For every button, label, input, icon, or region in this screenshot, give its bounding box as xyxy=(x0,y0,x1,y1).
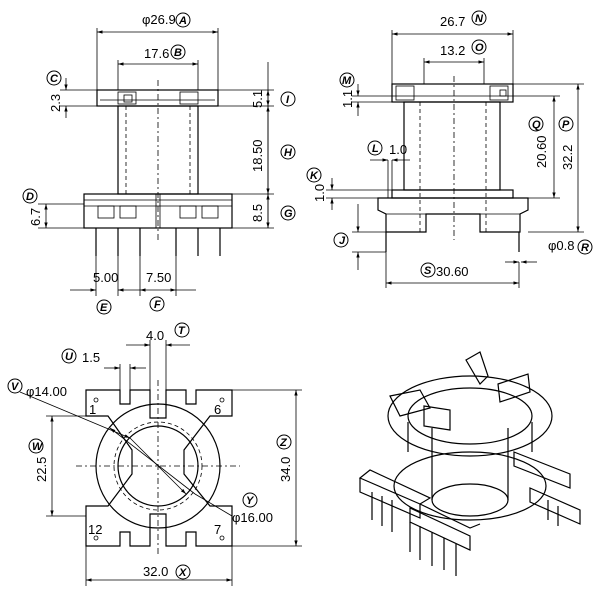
svg-text:J: J xyxy=(339,235,346,247)
pin-number-12: 12 xyxy=(88,522,102,537)
dim-H-value: 18.50 xyxy=(250,139,265,172)
dim-S-value: 30.60 xyxy=(436,264,469,279)
svg-text:S: S xyxy=(424,265,432,277)
svg-text:B: B xyxy=(174,47,182,59)
dim-N-value: 26.7 xyxy=(440,14,465,29)
dim-T-value: 4.0 xyxy=(146,328,164,343)
front-view: φ26.9 A 17.6 B 2.3 C 5.1 I 18.50 H 8.5 G xyxy=(22,12,296,315)
dim-U-value: 1.5 xyxy=(82,350,100,365)
dim-L-value: 1.0 xyxy=(389,142,407,157)
pin-number-7: 7 xyxy=(214,522,221,537)
dim-W-value: 22.5 xyxy=(34,457,49,482)
dim-F-value: 7.50 xyxy=(146,270,171,285)
svg-text:D: D xyxy=(26,191,34,203)
dim-Y-value: φ16.00 xyxy=(232,510,273,525)
svg-text:T: T xyxy=(178,325,186,337)
svg-text:E: E xyxy=(100,302,108,314)
svg-text:K: K xyxy=(310,170,319,182)
dim-E-value: 5.00 xyxy=(93,270,118,285)
side-view: 26.7 N 13.2 O 1.1 M 20.60 Q 32.2 P 1.0 L xyxy=(306,10,593,288)
svg-text:Z: Z xyxy=(279,437,288,449)
svg-text:U: U xyxy=(65,351,74,363)
dim-R-value: φ0.8 xyxy=(548,238,575,253)
svg-text:G: G xyxy=(284,208,293,220)
bottom-view: 1 6 12 7 4.0 T 1.5 U φ14.00 V φ16.00 Y 2… xyxy=(7,322,302,586)
svg-text:P: P xyxy=(562,119,570,131)
svg-text:Y: Y xyxy=(246,495,255,507)
svg-text:W: W xyxy=(32,441,44,453)
dim-G-value: 8.5 xyxy=(250,204,265,222)
dim-X-value: 32.0 xyxy=(143,564,168,579)
svg-text:O: O xyxy=(475,42,484,54)
svg-text:R: R xyxy=(581,242,589,254)
svg-text:M: M xyxy=(342,75,352,87)
svg-text:A: A xyxy=(178,15,187,27)
pin-number-1: 1 xyxy=(89,402,96,417)
dim-I-value: 5.1 xyxy=(250,90,265,108)
svg-text:I: I xyxy=(286,94,290,106)
dim-P-value: 32.2 xyxy=(560,145,575,170)
svg-text:C: C xyxy=(50,73,59,85)
dim-Z-value: 34.0 xyxy=(278,457,293,482)
dim-C-value: 2.3 xyxy=(48,94,63,112)
dim-V-value: φ14.00 xyxy=(26,384,67,399)
dim-K-value: 1.0 xyxy=(312,184,327,202)
isometric-view xyxy=(358,351,581,576)
pin-number-6: 6 xyxy=(214,402,221,417)
svg-text:V: V xyxy=(11,381,20,393)
svg-text:X: X xyxy=(178,567,187,579)
svg-text:N: N xyxy=(475,13,484,25)
svg-text:Q: Q xyxy=(532,119,541,131)
dim-O-value: 13.2 xyxy=(440,43,465,58)
dim-D-value: 6.7 xyxy=(28,208,43,226)
dim-B-value: 17.6 xyxy=(144,46,169,61)
svg-text:H: H xyxy=(284,147,293,159)
dim-A-value: φ26.9 xyxy=(142,12,176,27)
dim-M-value: 1.1 xyxy=(340,90,355,108)
svg-text:L: L xyxy=(372,143,379,155)
dim-Q-value: 20.60 xyxy=(534,135,549,168)
svg-text:F: F xyxy=(154,299,161,311)
